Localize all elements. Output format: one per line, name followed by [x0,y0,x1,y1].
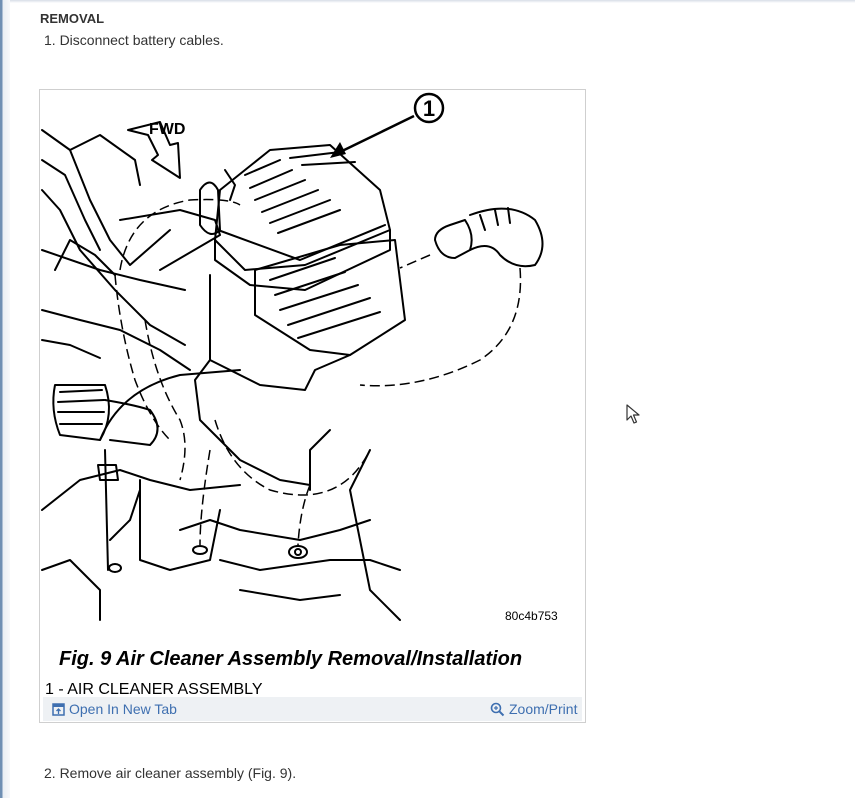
air-cleaner-illustration: 1 FWD [41,92,544,621]
fwd-label: FWD [149,121,185,138]
zoom-icon [490,702,505,716]
window-left-edge [0,0,10,798]
open-new-tab-label: Open In New Tab [69,701,177,717]
callout-number: 1 [423,96,435,121]
zoom-print-link[interactable]: Zoom/Print [490,701,577,717]
section-heading: REMOVAL [40,11,105,26]
mouse-cursor-icon [626,404,640,424]
window-top-edge [10,0,855,3]
step-1: 1. Disconnect battery cables. [44,32,224,48]
figure-panel: 1 FWD 80c4b753 Fig. 9 Air Cleaner Assemb… [39,89,586,723]
figure-caption: Fig. 9 Air Cleaner Assembly Removal/Inst… [59,648,523,670]
step-2: 2. Remove air cleaner assembly (Fig. 9). [44,765,297,781]
zoom-print-label: Zoom/Print [509,701,578,717]
figure-legend: 1 - AIR CLEANER ASSEMBLY [45,681,263,698]
figure-code: 80c4b753 [505,609,558,623]
open-new-tab-icon [52,702,65,716]
open-new-tab-link[interactable]: Open In New Tab [52,701,177,717]
figure-toolbar: Open In New Tab Zoom/Print [43,697,582,721]
